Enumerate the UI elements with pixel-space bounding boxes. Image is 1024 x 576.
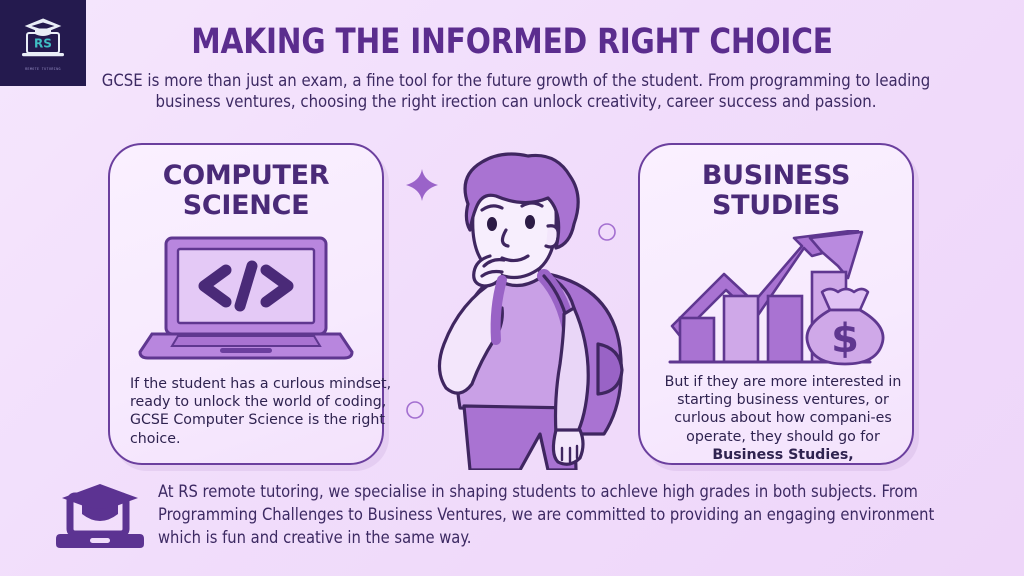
laptop-code-icon (138, 236, 354, 360)
card-illustration (110, 233, 382, 363)
card-description-emphasis: Business Studies, (712, 446, 854, 463)
card-title: BUSINESS STUDIES (701, 160, 851, 221)
footer-description: At RS remote tutoring, we specialise in … (158, 482, 935, 547)
laptop-graduation-cap-icon (56, 484, 144, 548)
card-description-text: But if they are more interested in start… (664, 374, 902, 445)
svg-text:$: $ (831, 316, 859, 362)
money-bag-icon: $ (805, 287, 885, 366)
logo-monogram: RS (34, 36, 52, 50)
chart-bar-1 (678, 316, 716, 364)
chart-bar-2 (722, 294, 760, 364)
logo-micro-text: REMOTE TUTORING (25, 66, 61, 71)
card-description: If the student has a curlous mindset, re… (130, 376, 392, 447)
rs-logo-badge: RS REMOTE TUTORING (0, 0, 86, 86)
card-computer-science[interactable]: COMPUTER SCIENCE If the student has a cu… (108, 143, 391, 465)
thinking-student-with-backpack-illustration (437, 152, 624, 470)
growth-chart-money-bag-icon: $ (668, 230, 885, 366)
card-business-studies[interactable]: BUSINESS STUDIES (638, 143, 914, 465)
card-description: But if they are more interested in start… (654, 373, 912, 464)
card-illustration: $ (640, 230, 912, 366)
chart-bar-3 (766, 294, 804, 364)
card-title: COMPUTER SCIENCE (162, 160, 330, 221)
page-subtitle: GCSE is more than just an exam, a fine t… (101, 71, 931, 111)
page-title: MAKING THE INFORMED RIGHT CHOICE (191, 22, 833, 62)
laptop-graduation-cap-logo-icon: RS (22, 17, 64, 56)
